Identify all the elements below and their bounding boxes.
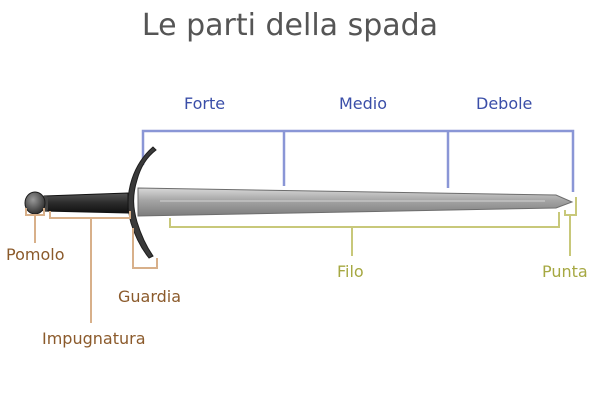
- label-debole: Debole: [476, 94, 533, 113]
- crossguard: [127, 146, 157, 259]
- label-guardia: Guardia: [118, 287, 182, 306]
- guardia-bracket: [132, 228, 158, 269]
- hilt-brackets: [25, 208, 158, 323]
- page-title: Le parti della spada: [141, 8, 439, 43]
- label-forte: Forte: [184, 94, 226, 113]
- label-filo: Filo: [337, 262, 364, 281]
- sword: [24, 146, 574, 259]
- label-punta: Punta: [542, 262, 588, 281]
- label-medio: Medio: [339, 94, 388, 113]
- grip: [43, 192, 129, 214]
- label-impugnatura: Impugnatura: [42, 329, 146, 348]
- label-pomolo: Pomolo: [6, 245, 65, 264]
- edge-brackets: [169, 197, 577, 256]
- pommel: [24, 191, 46, 215]
- filo-bracket: [169, 212, 560, 228]
- blade-sections-bracket: [141, 129, 575, 192]
- blade: [137, 187, 574, 217]
